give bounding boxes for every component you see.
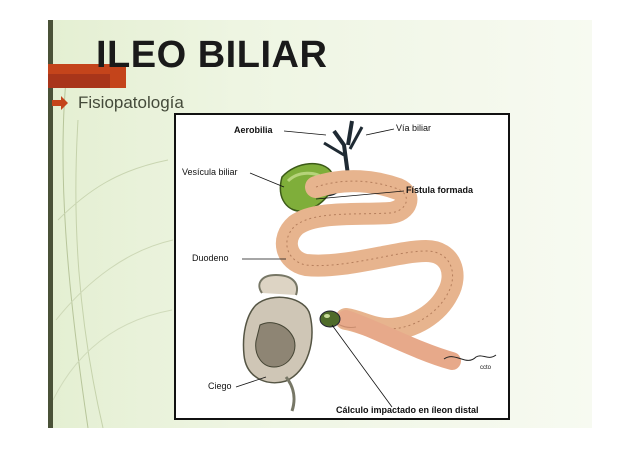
arrow-bullet-icon: [52, 96, 68, 110]
label-fistula: Fístula formada: [406, 185, 474, 195]
title-accent-shadow: [48, 74, 110, 88]
slide-title: ILEO BILIAR: [96, 34, 328, 76]
label-vesicula-biliar: Vesícula biliar: [182, 167, 238, 177]
label-via-biliar: Vía biliar: [396, 123, 432, 133]
bullet-item: Fisiopatología: [52, 93, 184, 113]
left-accent-bar: [48, 20, 53, 428]
label-duodeno: Duodeno: [192, 253, 229, 263]
gallstone-ileus-drawing: [235, 120, 497, 412]
anatomy-illustration: Aerobilia Vía biliar Vesícula biliar Fís…: [174, 113, 510, 420]
label-calculo: Cálculo impactado en íleon distal: [336, 405, 479, 415]
label-aerobilia: Aerobilia: [234, 125, 273, 135]
bullet-text: Fisiopatología: [78, 93, 184, 112]
artist-signature: ccto: [480, 365, 492, 371]
label-ciego: Ciego: [208, 381, 232, 391]
decorative-lines: [52, 79, 174, 428]
